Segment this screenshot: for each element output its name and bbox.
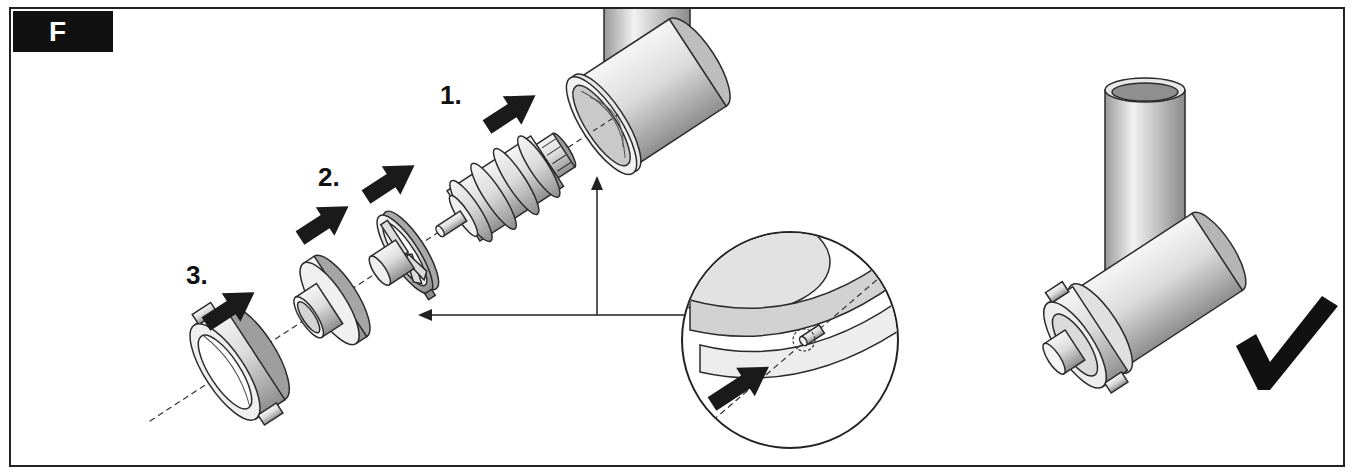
leader-line [597, 184, 684, 315]
inset-disc-edge [700, 300, 900, 378]
callout-number: 2. [318, 164, 340, 190]
pin-face [798, 335, 808, 347]
callout-number: 1. [440, 82, 462, 108]
inset-detail [640, 210, 900, 440]
figure-tab: F [13, 11, 113, 52]
assembled-ring-tab [1105, 372, 1128, 393]
leader-line [426, 314, 597, 316]
assembled-ring-opening [1044, 308, 1105, 382]
figure-letter: F [49, 18, 66, 46]
ring-face [178, 314, 273, 430]
exploded-view [114, 9, 1338, 465]
assembled-ring-face [1033, 293, 1118, 396]
leader-arrowhead [591, 176, 603, 190]
worm-flight [444, 176, 498, 246]
disc-hole [294, 299, 324, 336]
motion-arrow [357, 151, 424, 211]
housing-inner-line [590, 91, 632, 147]
locating-pin [798, 325, 824, 347]
worm-shaft-tip [434, 225, 446, 238]
motion-arrow [291, 192, 358, 252]
assembled-tube-top [1105, 78, 1185, 102]
blade-hub-face [365, 253, 394, 288]
figure-frame [10, 8, 1344, 466]
exploded-parts [114, 9, 749, 465]
gear-spline [542, 139, 555, 148]
housing-inner-line [581, 85, 634, 158]
pin-highlight [793, 329, 815, 351]
inset-arrow [703, 353, 779, 419]
assembly-axis [150, 115, 619, 422]
check-mark [1236, 296, 1338, 390]
assembled-tube-inside [1112, 83, 1178, 101]
assembled-ring-tab [1045, 282, 1068, 303]
gear-spline [552, 155, 565, 164]
blade-ring [368, 208, 442, 300]
assembled-hub-face [1039, 340, 1069, 377]
disc-face [290, 255, 369, 353]
disc-collar-face [289, 293, 329, 342]
motion-arrow [478, 81, 545, 141]
ring-opening [189, 328, 261, 416]
ring-inner-edge [204, 332, 256, 406]
inset-axis [690, 260, 900, 440]
ring-tab [258, 403, 283, 425]
blade-notch [425, 289, 436, 299]
gear-spline [557, 162, 570, 171]
leader-arrowhead [418, 309, 432, 321]
inset-housing-rim [640, 210, 830, 314]
callout-number: 3. [186, 262, 208, 288]
assembled-body [1016, 193, 1263, 412]
assembly-axis [593, 115, 618, 131]
gear-spline [547, 147, 560, 156]
